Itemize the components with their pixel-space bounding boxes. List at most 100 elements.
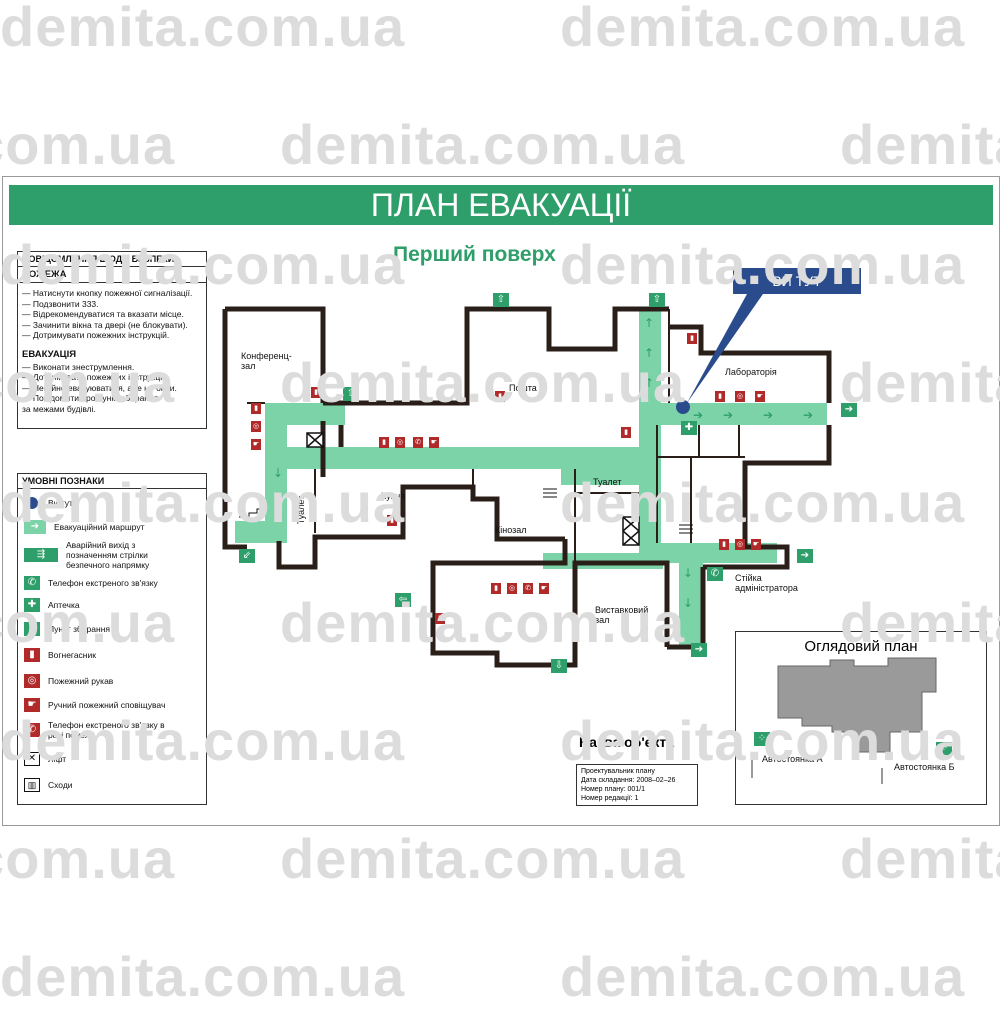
meta-line: Номер плану: 001/1 [581,786,646,793]
assembly-point-icon: ⁘ [24,622,40,636]
legend-label: Телефон екстреного зв'язку [48,578,158,588]
fire-extinguisher-icon: ▮ [491,583,501,594]
fire-hose-icon: ◎ [251,421,261,432]
legend-label: Пожежний рукав [48,676,114,686]
fire-item: — Відрекомендуватися та вказати місце. [22,309,184,319]
room-post: Пошта [509,383,537,393]
room-cinema: Кінозал [495,525,527,535]
svg-text:➔: ➔ [723,408,733,422]
room-conference: Конференц-зал [241,351,292,371]
watermark: demita.com.ua [0,0,406,58]
fire-phone-icon: ✆ [523,583,533,594]
first-aid-icon: ✚ [24,598,40,612]
emergency-exit-icon: ➔ [797,549,813,563]
evac-item: за межами будівлі. [22,403,96,414]
watermark: demita.com.ua [560,945,966,1008]
svg-text:↑: ↑ [644,316,654,330]
building-walls [222,306,832,668]
elevator-icon [306,432,640,546]
parking-b: Автостоянка Б [894,762,955,772]
legend-label: Аптечка [48,600,80,610]
svg-text:↓: ↓ [273,496,283,510]
watermark: demita.com.ua [560,0,966,58]
assembly-point-icon: ⁘ [754,732,770,746]
legend-label: Евакуаційний маршрут [54,522,145,532]
watermark: demita.com.ua [280,113,686,176]
emergency-exit-icon: ⇧ [493,293,509,307]
floor-plan: ➔➔➔➔ ↑↑↑ ↓↓ ↓↓ [222,294,832,668]
fire-hose-icon: ◎ [735,391,745,402]
blue-dot-icon [24,496,40,510]
watermark: demita.com.ua [0,945,406,1008]
fire-phone-icon: ✆ [24,723,40,737]
floor-subtitle: Перший поверх [393,243,556,266]
parking-a: Автостоянка А [762,754,823,764]
fire-extinguisher-icon: ▮ [24,648,40,662]
legend-label: Аварійний вихід з позначенням стрілки бе… [66,540,150,570]
fire-heading: ПОЖЕЖА [18,267,206,283]
legend-item: ✚ Аптечка [24,598,80,612]
fire-hose-icon: ◎ [24,674,40,688]
legend-item: ✕ Ліфт [24,752,66,766]
evac-item: — Повідомити про пункт збирання [22,393,159,403]
fire-hose-icon: ◎ [507,583,517,594]
room-kitchen: Кухня [381,491,406,501]
legend-panel: УМОВНІ ПОЗНАКИ Ви тут ➔ Евакуаційний мар… [17,473,207,805]
route-arrows: ➔➔➔➔ ↑↑↑ ↓↓ ↓↓ [273,316,813,610]
fire-extinguisher-icon: ▮ [719,539,729,550]
room-toilet-left: Туалет [296,495,307,525]
legend-item: ✆ Телефон екстреного зв'язку в разі поже… [24,720,168,740]
svg-text:↓: ↓ [683,596,693,610]
plan-metadata: Проектувальник плану Дата складання: 200… [576,764,698,806]
overview-title: Оглядовий план [804,638,918,655]
overview-plan: Оглядовий план ⁘ ⁘ Автостоянка А Автосто… [735,631,987,805]
emergency-exit-icon: ➔ [841,403,857,417]
fire-alarm-icon: ☛ [755,391,765,402]
svg-text:➔: ➔ [803,408,813,422]
fire-extinguisher-icon: ▮ [379,437,389,448]
fire-item: — Натиснути кнопку пожежної сигналізації… [22,288,193,298]
room-laboratory: Лабораторія [725,367,777,377]
legend-label: Вогнегасник [48,650,96,660]
legend-label: Ручний пожежний сповіщувач [48,700,166,710]
watermark: demita.com.ua [0,113,176,176]
legend-label: Пункт збирання [48,624,110,634]
phone-icon: ✆ [707,567,723,581]
legend-item: ▥ Сходи [24,778,73,792]
svg-text:↑: ↑ [644,376,654,390]
watermark: demita.com.ua [840,827,1000,890]
evac-heading: ЕВАКУАЦІЯ [22,348,77,360]
emergency-exit-icon: ⇩ [551,659,567,673]
legend-item: ✆ Телефон екстреного зв'язку [24,576,158,590]
fire-hose-icon: ◎ [735,539,745,550]
fire-extinguisher-icon: ▮ [387,515,397,526]
fire-extinguisher-icon: ▮ [311,387,321,398]
legend-label: Ліфт [48,754,67,764]
svg-text:↓: ↓ [273,466,283,480]
legend-label: Сходи [48,780,73,790]
safety-heading: ПОВІДОМЛЕННЯ ЩОДО БЕЗПЕКИ [18,252,206,267]
svg-text:↑: ↑ [644,346,654,360]
evacuation-plan-poster: ПЛАН ЕВАКУАЦІЇ Перший поверх ПОВІДОМЛЕНН… [2,176,1000,826]
stairs-icon [239,488,693,534]
fire-extinguisher-icon: ▮ [621,427,631,438]
fire-alarm-icon: ☛ [24,698,40,712]
fire-item: — Зачинити вікна та двері (не блокувати)… [22,319,188,330]
emergency-exit-icon: ⇧ [649,293,665,307]
fire-item: — Дотримувати пожежних інструкцій. [22,330,170,340]
fire-extinguisher-icon: ▮ [495,391,505,402]
safety-notice-panel: ПОВІДОМЛЕННЯ ЩОДО БЕЗПЕКИ ПОЖЕЖА — Натис… [17,251,207,429]
overview-building [751,657,937,784]
meta-line: Проектувальник плану [581,768,655,775]
elevator-icon: ✕ [24,752,40,766]
legend-label: Ви тут [48,498,73,508]
meta-line: Дата складання: 2008–02–26 [581,777,676,784]
emergency-exit-icon: ⇦ [395,593,411,607]
evac-item: — Негайно евакуюватися, але не бігти. [22,382,177,393]
fire-alarm-icon: ☛ [751,539,761,550]
room-toilet-mid: Туалет [593,477,622,487]
fire-extinguisher-icon: ▮ [715,391,725,402]
object-name: Назва об'єкта [579,734,675,750]
svg-text:➔: ➔ [693,408,703,422]
legend-item: ▮ Вогнегасник [24,648,96,662]
